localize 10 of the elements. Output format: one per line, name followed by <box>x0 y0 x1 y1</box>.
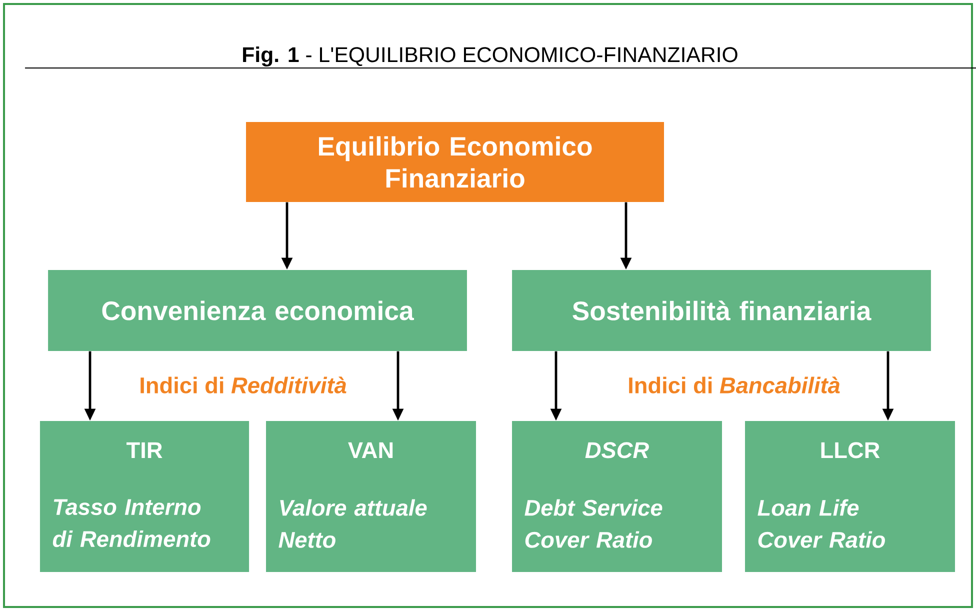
index-label: Indici di Redditività <box>140 376 346 394</box>
box: DSCR Debt Service Cover Ratio <box>512 421 722 572</box>
box: VAN Valore attuale Netto <box>266 421 476 572</box>
title: Fig. 1 - L'EQUILIBRIO ECONOMICO-FINANZIARIO <box>243 46 738 67</box>
title-box: Equilibrio Economico Finanziario <box>246 122 664 202</box>
box: LLCR Loan Life Cover Ratio <box>745 421 955 572</box>
index-label: Indici di Bancabilità <box>629 376 840 394</box>
box: Convenienza economica <box>48 270 467 352</box>
box: Sostenibilità finanziaria <box>512 270 931 352</box>
box: TIR Tasso Interno di Rendimento <box>40 421 250 572</box>
